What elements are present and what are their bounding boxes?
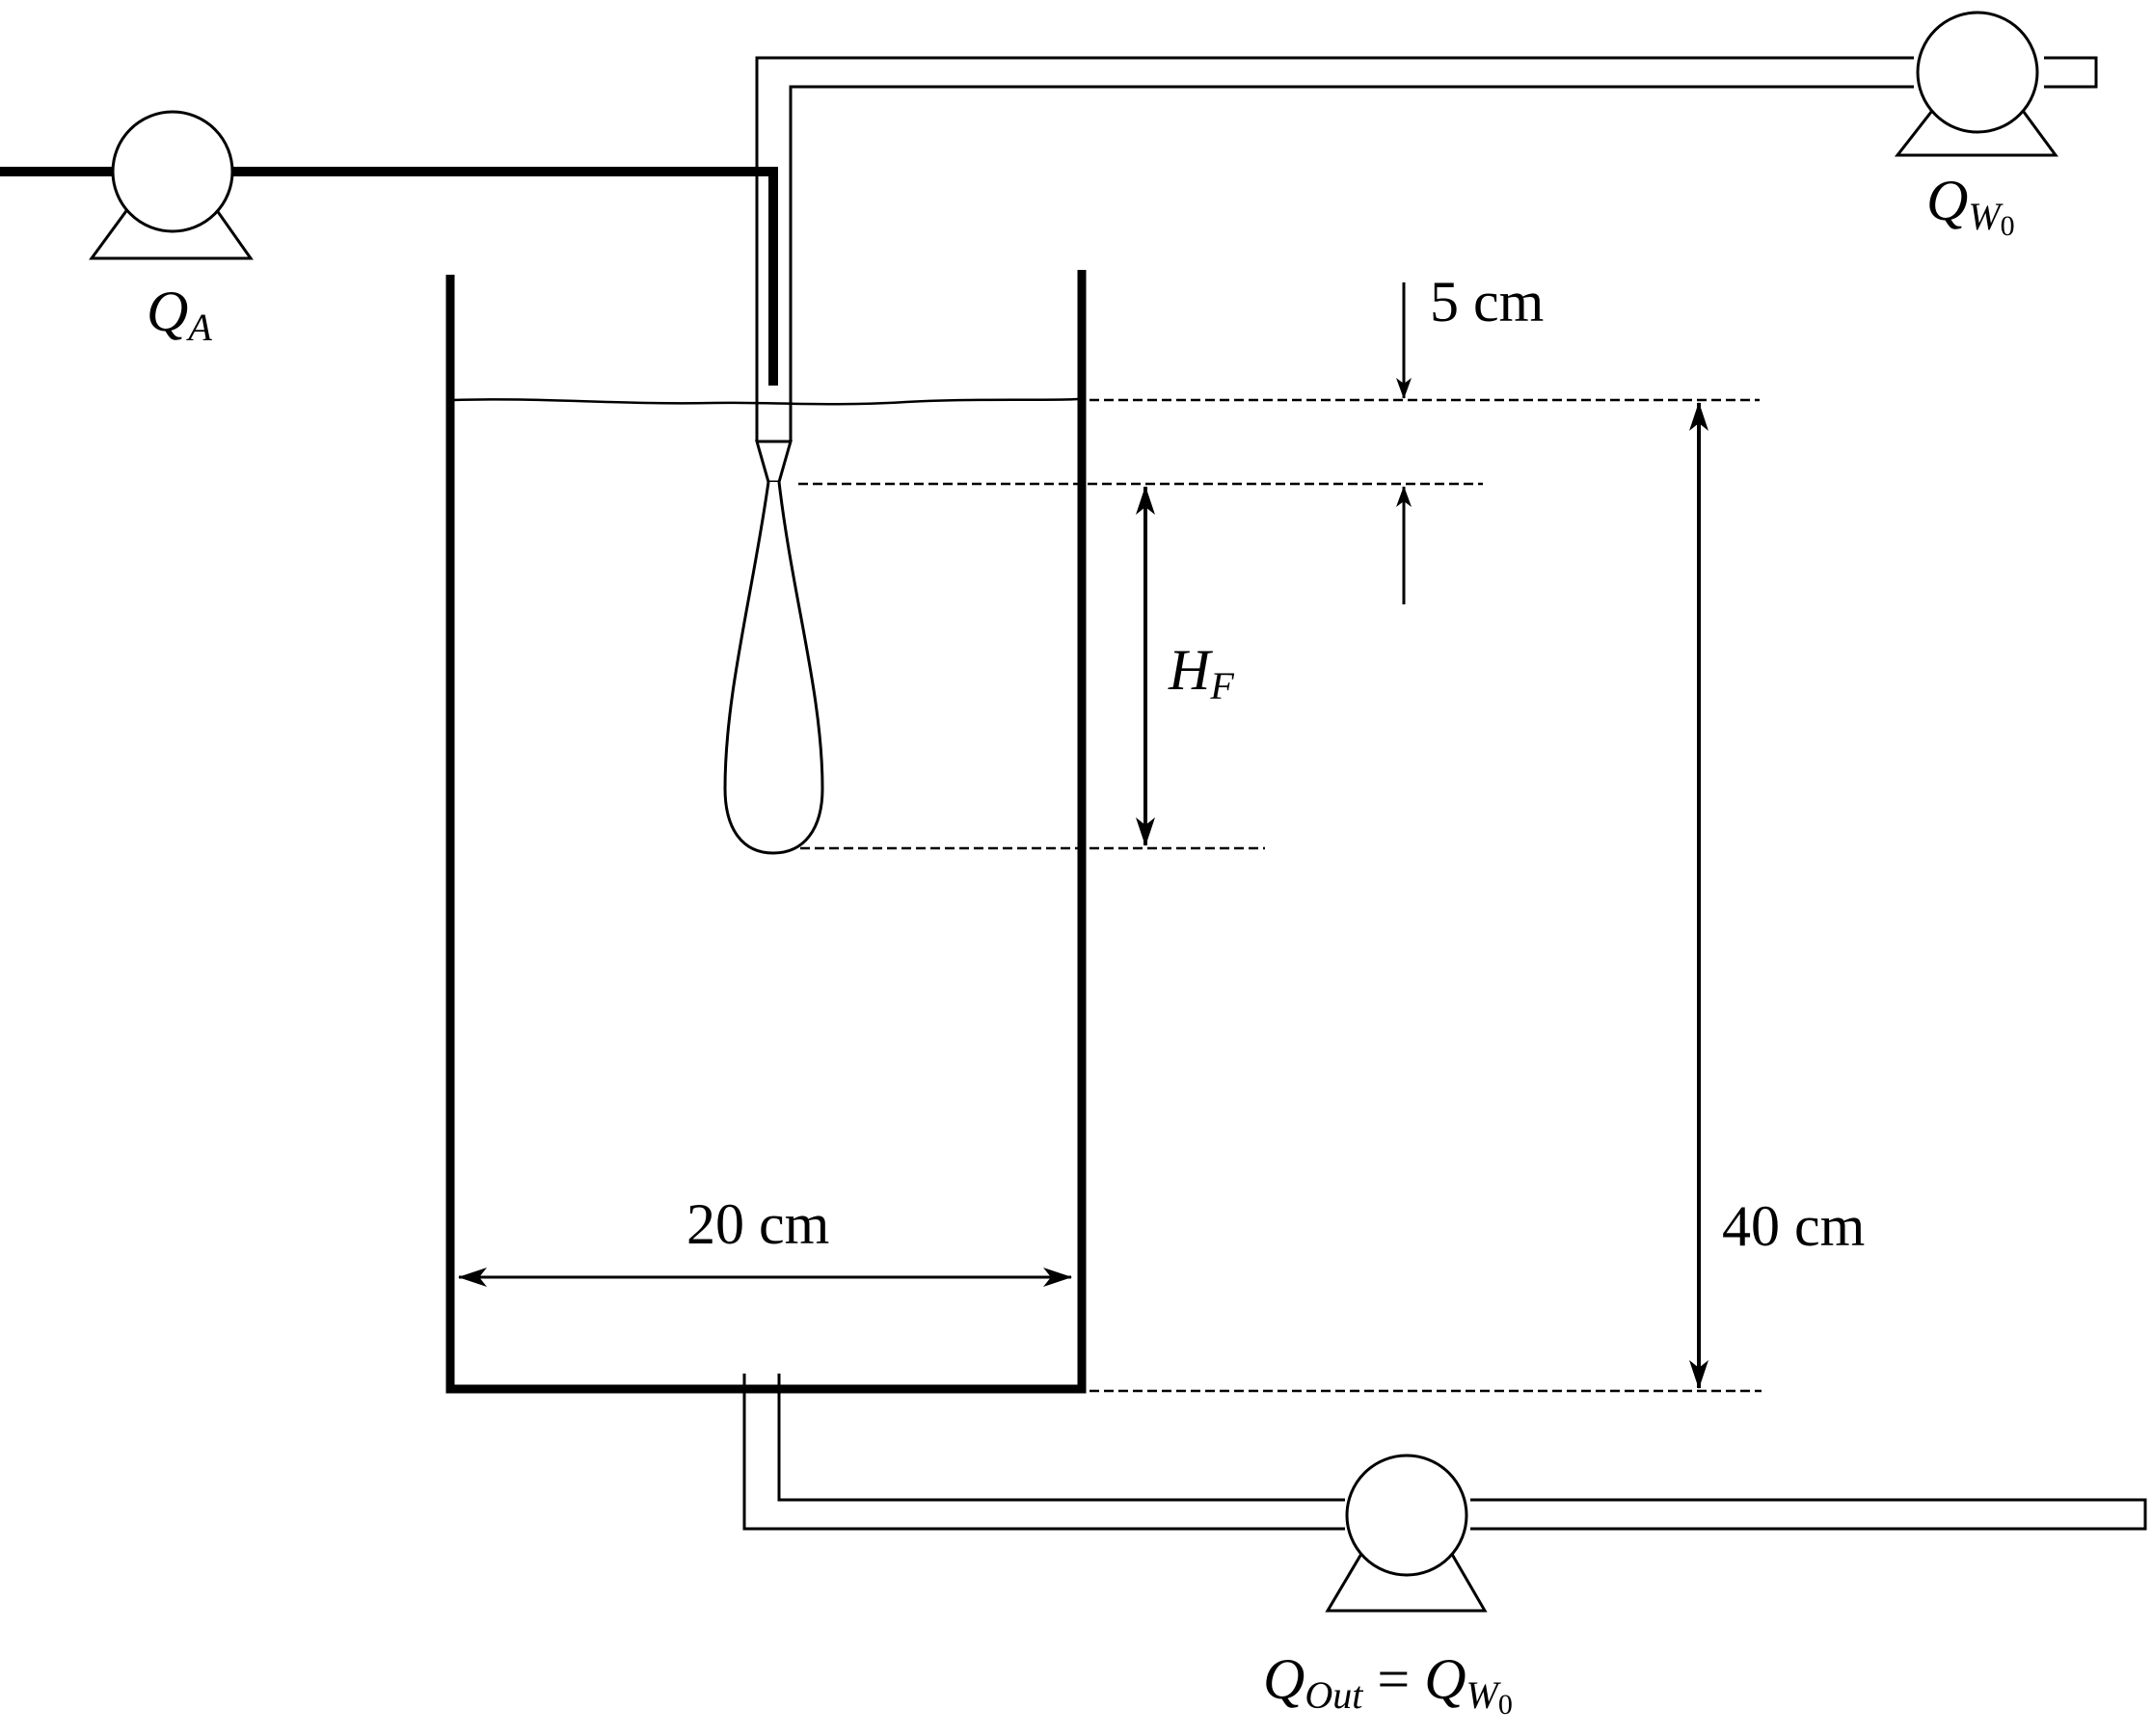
outlet-line	[742, 1374, 2147, 1531]
tank	[445, 270, 1087, 1394]
label-height: 40 cm	[1722, 1194, 1865, 1258]
water-surface	[452, 397, 1081, 406]
nozzle	[755, 440, 793, 484]
label-hf: HF	[1168, 638, 1234, 708]
label-qw0: QW0	[1926, 169, 2015, 242]
air-inlet-line	[0, 167, 778, 386]
label-top-gap: 5 cm	[1430, 270, 1544, 334]
bubble-jet	[723, 481, 824, 855]
label-width: 20 cm	[686, 1192, 829, 1256]
label-qa: QA	[147, 280, 212, 349]
label-qout: QOut = QW0	[1263, 1647, 1513, 1721]
pump-qw0	[1894, 11, 2058, 157]
pump-qa	[89, 110, 254, 260]
reference-lines	[798, 398, 1762, 1393]
water-inlet-line	[755, 56, 2098, 441]
pump-qout	[1325, 1454, 1488, 1613]
